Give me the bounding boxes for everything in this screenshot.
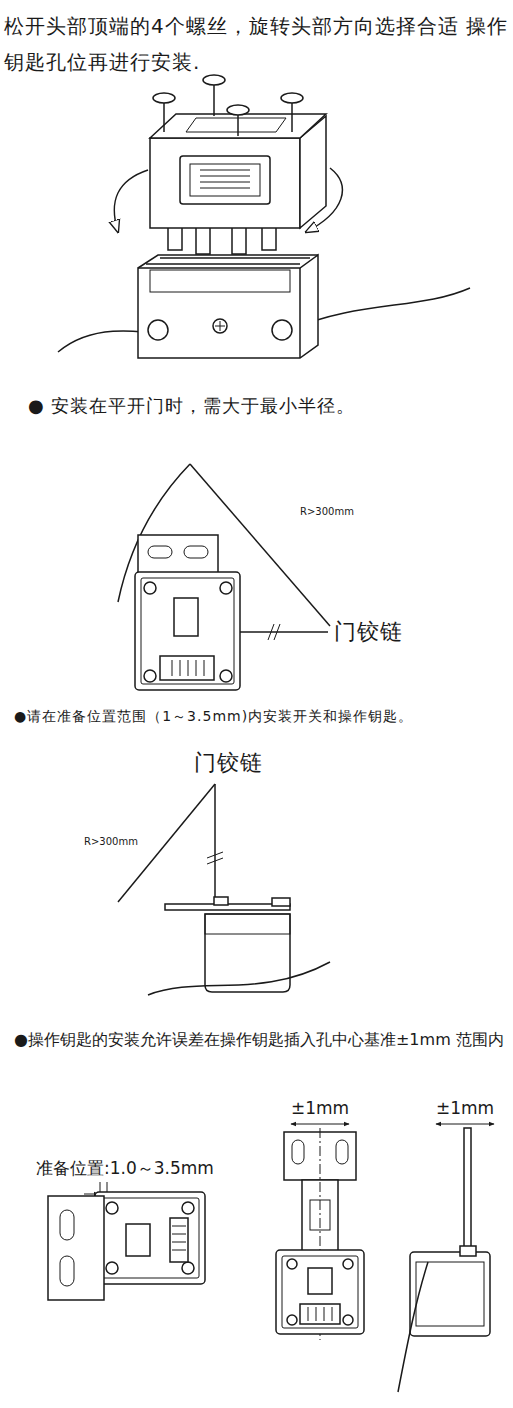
hinge-label: 门铰链 xyxy=(334,619,403,645)
tolerance-dimension: ±1mm xyxy=(436,1098,494,1118)
bullet-note: ●请在准备位置范围（1～3.5mm)内安装开关和操作钥匙。 xyxy=(14,706,509,726)
bullet-note: ●操作钥匙的安装允许误差在操作钥匙插入孔中心基准±1mm 范围内 xyxy=(14,1030,504,1050)
bullet-note: ● 安装在平开门时，需大于最小半径。 xyxy=(28,394,355,418)
hinged-door-figure xyxy=(118,464,330,690)
instruction-text: 松开头部顶端的4个螺丝，旋转头部方向选择合适 操作钥匙孔位再进行安装. xyxy=(4,8,509,80)
head-rotation-figure xyxy=(58,75,470,358)
hinge-top-figure xyxy=(118,784,330,995)
radius-dimension: R>300mm xyxy=(300,506,354,518)
hinge-label: 门铰链 xyxy=(194,750,263,776)
tolerance-dimension: ±1mm xyxy=(291,1098,349,1118)
ready-position-dimension: 准备位置:1.0～3.5mm xyxy=(36,1158,214,1178)
radius-dimension: R>300mm xyxy=(84,836,138,848)
